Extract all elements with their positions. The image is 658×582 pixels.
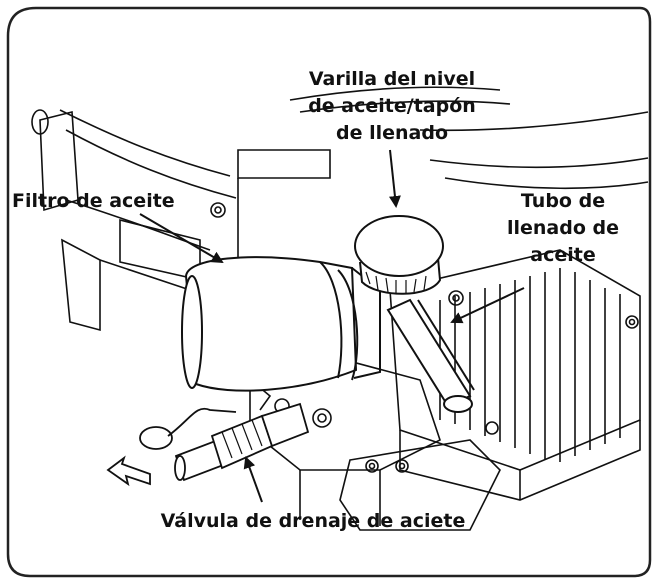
- oil-filter-arrow: [139, 213, 224, 264]
- oil-filter-label: Filtro de aceite: [12, 190, 175, 212]
- dipstick-label-line-3: de llenado: [335, 122, 448, 144]
- dipstick-label-line-1: Varilla del nivel: [308, 68, 476, 90]
- dipstick-arrow: [388, 149, 401, 208]
- fill-tube-label: Tubo de llenado de aceite: [488, 188, 638, 269]
- callout-arrows: [139, 149, 525, 503]
- dipstick-label-line-2: de aceite/tapón: [308, 95, 476, 117]
- fill-tube-label-line-3: aceite: [530, 244, 596, 266]
- dipstick-cap-drawing: [354, 215, 475, 413]
- drain-valve-drawing: [106, 402, 310, 487]
- oil-filter-drawing: [181, 256, 381, 392]
- diagram-frame: [6, 6, 652, 578]
- drain-valve-label: Válvula de drenaje de aciete: [160, 510, 466, 532]
- fill-tube-label-line-2: llenado de: [506, 217, 619, 239]
- dipstick-label: Varilla del nivel de aceite/tapón de lle…: [292, 66, 492, 147]
- fill-tube-label-line-1: Tubo de: [520, 190, 606, 212]
- engine-housing: [31, 86, 649, 332]
- fill-tube-arrow: [450, 287, 525, 324]
- drain-valve-arrow: [243, 456, 263, 503]
